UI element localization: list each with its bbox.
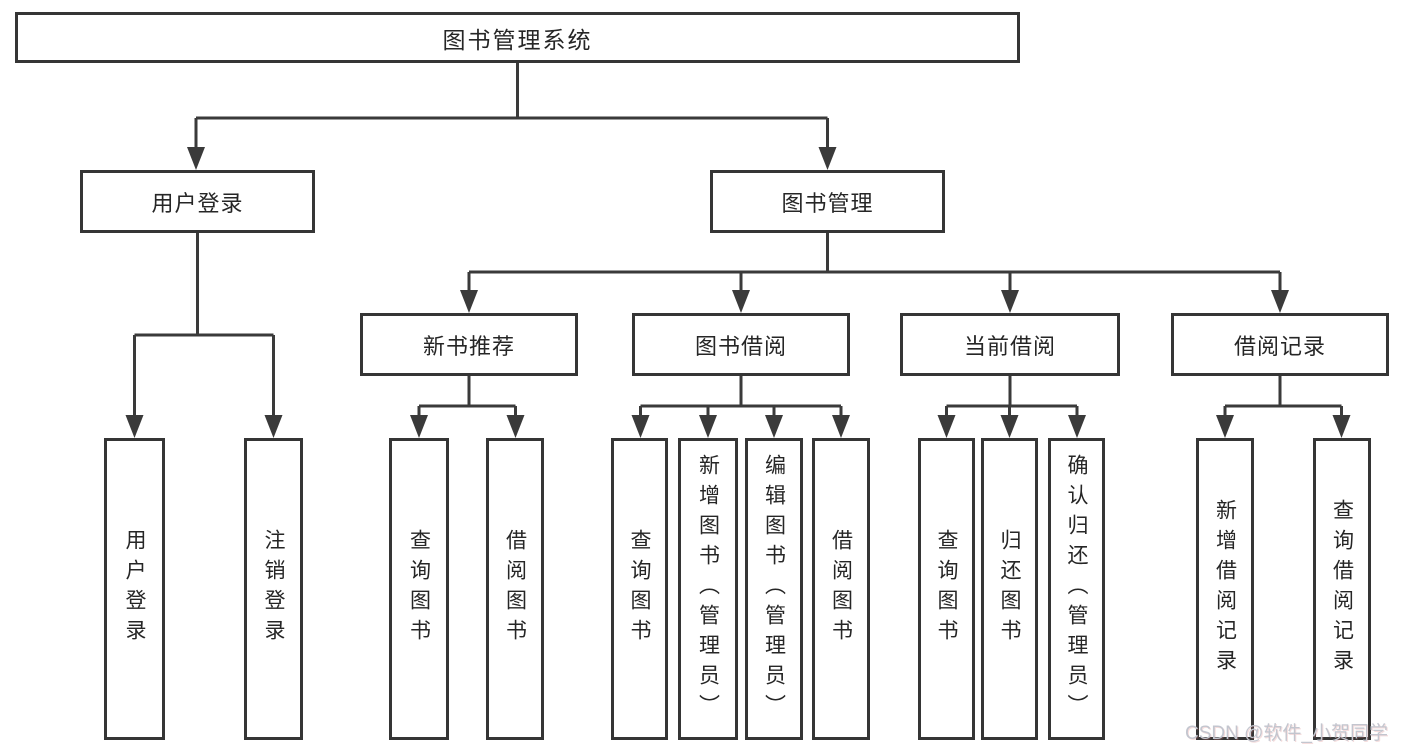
node-leaf-confirm-return-admin: 确认归还（管理员）: [1048, 438, 1105, 740]
node-leaf-query-books-current: 查询图书: [918, 438, 975, 740]
node-leaf-add-book-admin: 新增图书（管理员）: [678, 438, 738, 740]
node-leaf-logout: 注销登录: [244, 438, 303, 740]
node-borrowing-records: 借阅记录: [1171, 313, 1389, 376]
node-leaf-return-books: 归还图书: [981, 438, 1038, 740]
node-current-borrowing: 当前借阅: [900, 313, 1120, 376]
node-leaf-query-books-borrow: 查询图书: [611, 438, 668, 740]
node-leaf-add-borrow-record: 新增借阅记录: [1196, 438, 1254, 740]
node-new-book-recommendation: 新书推荐: [360, 313, 578, 376]
node-leaf-query-books-recommend: 查询图书: [389, 438, 449, 740]
arrowheads: [125, 147, 1351, 438]
node-leaf-user-login: 用户登录: [104, 438, 165, 740]
node-book-borrowing: 图书借阅: [632, 313, 850, 376]
node-book-management: 图书管理: [710, 170, 945, 233]
node-library-system: 图书管理系统: [15, 12, 1020, 63]
node-leaf-borrow-books: 借阅图书: [812, 438, 870, 740]
node-user-login: 用户登录: [80, 170, 315, 233]
csdn-watermark: CSDN @软件_小贺同学: [1185, 723, 1388, 744]
node-leaf-query-borrow-record: 查询借阅记录: [1313, 438, 1371, 740]
node-leaf-edit-book-admin: 编辑图书（管理员）: [745, 438, 803, 740]
node-leaf-borrow-books-recommend: 借阅图书: [486, 438, 544, 740]
